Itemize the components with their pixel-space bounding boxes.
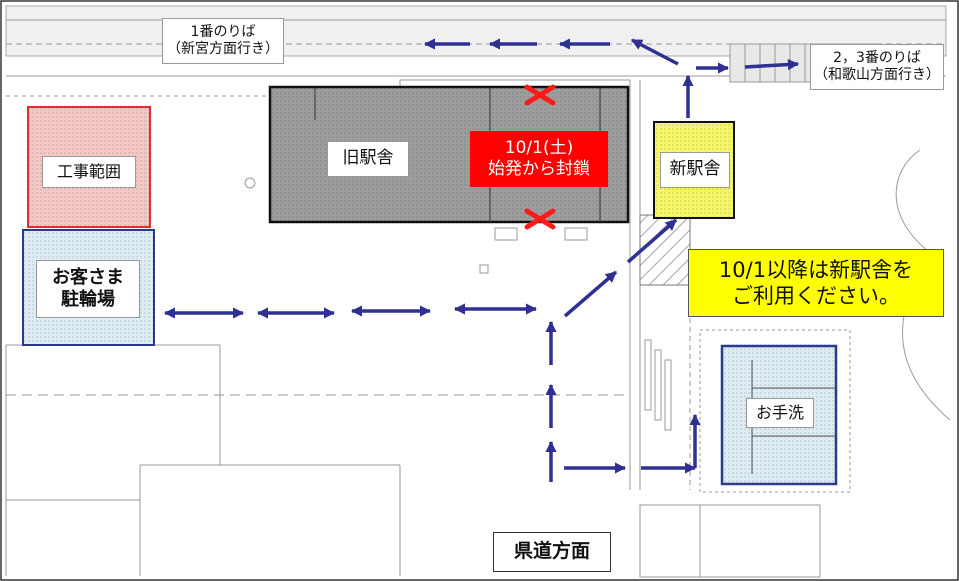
closed-x-icon (524, 208, 556, 230)
platform-2-3-label: 2，3番のりば （和歌山方面行き） (810, 44, 944, 90)
route-arrows (163, 38, 800, 482)
new-station-label: 新駅舎 (660, 152, 730, 188)
construction-area-label: 工事範囲 (42, 156, 136, 188)
restroom-label: お手洗 (746, 398, 814, 428)
bicycle-parking-label: お客さま 駐輪場 (36, 260, 140, 318)
prefectural-road-label: 県道方面 (493, 532, 611, 572)
platform-1-label: 1番のりば （新宮方面行き） (162, 18, 284, 64)
new-station-notice: 10/1以降は新駅舎を ご利用ください。 (688, 249, 944, 317)
hatched-ramp (639, 214, 691, 286)
closure-notice: 10/1(土) 始発から封鎖 (470, 131, 608, 187)
closed-x-icon (524, 84, 556, 106)
old-station-label: 旧駅舎 (327, 141, 409, 177)
